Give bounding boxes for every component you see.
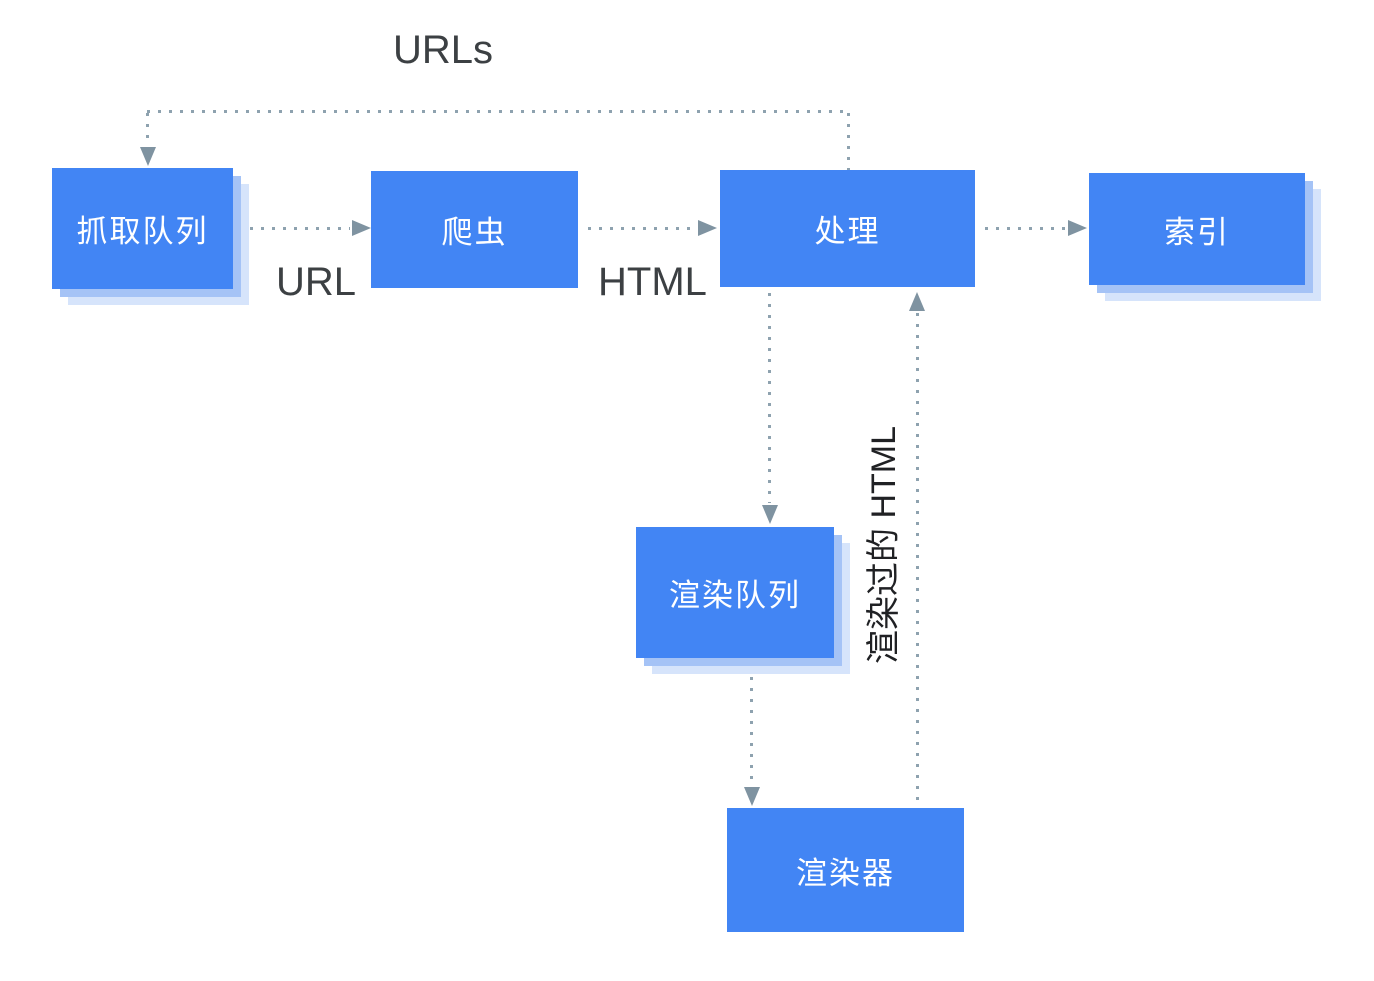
node-processing: 处理 [720,170,975,287]
edge-label-urls: URLs [393,28,494,72]
node-renderer: 渲染器 [727,808,964,932]
arrowhead-down-into-render-queue-icon [762,505,778,524]
node-render-queue: 渲染队列 [636,527,834,658]
node-index: 索引 [1089,173,1305,285]
edge-processing-to-crawl-queue-left-drop-line [146,113,149,145]
arrowhead-right-into-processing-icon [698,220,717,236]
edge-renderer-to-processing-line [916,313,919,807]
node-processing-label: 处理 [814,214,881,249]
arrowhead-right-into-crawler-icon [352,220,371,236]
edge-crawl-queue-to-crawler-line [250,227,350,230]
edge-crawler-to-processing-line [588,227,696,230]
edge-processing-to-index-line [985,227,1070,230]
arrowhead-down-into-crawl-queue-icon [140,147,156,166]
edge-processing-to-render-queue-line [768,293,771,503]
edge-processing-to-crawl-queue-horizontal-line [147,110,849,113]
node-index-label: 索引 [1164,214,1230,250]
edge-render-queue-to-renderer-line [750,666,753,785]
edge-label-url: URL [276,260,357,304]
arrowhead-right-into-index-icon [1068,220,1087,236]
arrowhead-down-into-renderer-icon [744,787,760,806]
edge-processing-to-crawl-queue-right-riser-line [847,113,850,170]
arrowhead-up-into-processing-icon [909,292,925,311]
edge-label-html: HTML [598,260,707,304]
edge-label-rendered-html: 渲染过的 HTML [865,426,903,664]
node-crawl-queue-label: 抓取队列 [76,214,209,249]
node-crawl-queue: 抓取队列 [52,168,233,289]
node-render-queue-label: 渲染队列 [669,578,801,613]
node-crawler-label: 爬虫 [441,215,508,250]
node-crawler: 爬虫 [371,171,578,288]
node-renderer-label: 渲染器 [796,855,895,891]
